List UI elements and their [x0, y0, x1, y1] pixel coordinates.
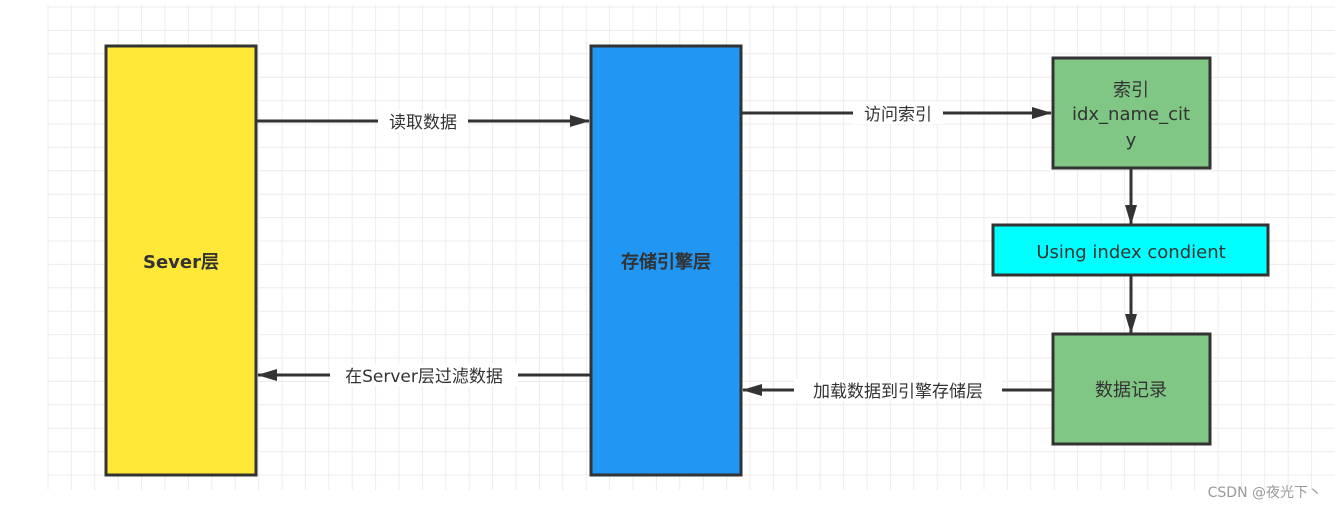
edge-load-data: 加载数据到引擎存储层 [742, 379, 1052, 402]
storage-engine-node[interactable]: 存储引擎层 [589, 44, 743, 477]
data-records-node[interactable]: 数据记录 [1051, 332, 1212, 446]
watermark: CSDN @夜光下丶 [1208, 485, 1322, 501]
edge-label-access-index: 访问索引 [864, 105, 932, 125]
server-layer-label: Sever层 [143, 252, 219, 273]
index-node[interactable]: 索引 idx_name_cit y [1051, 56, 1212, 170]
server-layer-node[interactable]: Sever层 [104, 44, 258, 477]
edge-label-read: 读取数据 [389, 113, 457, 133]
edge-filter-in-server: 在Server层过滤数据 [257, 364, 590, 387]
index-label-line3: y [1126, 130, 1137, 151]
edge-read-data: 读取数据 [257, 110, 590, 133]
edge-access-index: 访问索引 [742, 102, 1052, 125]
index-label-line1: 索引 [1113, 80, 1149, 101]
data-records-label: 数据记录 [1095, 380, 1167, 401]
index-label-line2: idx_name_cit [1072, 104, 1190, 125]
edge-label-load: 加载数据到引擎存储层 [813, 382, 983, 402]
index-condition-label: Using index condient [1036, 242, 1225, 263]
storage-engine-label: 存储引擎层 [621, 251, 711, 273]
index-condition-node[interactable]: Using index condient [991, 223, 1270, 277]
edge-label-filter: 在Server层过滤数据 [345, 367, 503, 387]
